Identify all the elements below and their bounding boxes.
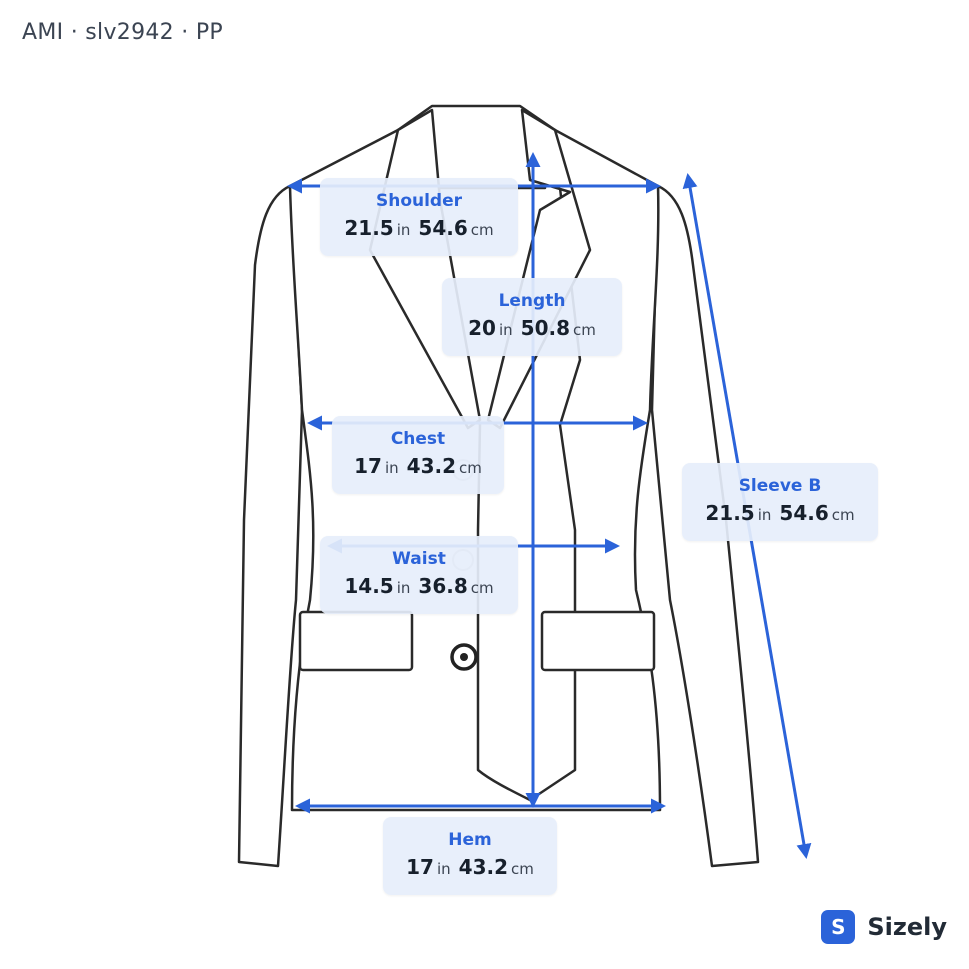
- cm-unit: cm: [511, 860, 534, 878]
- cm-value: 43.2: [406, 454, 457, 478]
- cm-unit: cm: [459, 459, 482, 477]
- brand-logo: S Sizely: [821, 910, 947, 944]
- cm-unit: cm: [470, 221, 494, 239]
- measurement-name: Chest: [390, 429, 446, 449]
- inch-unit: in: [396, 579, 411, 597]
- cm-value: 43.2: [458, 855, 509, 879]
- measurement-name: Length: [498, 291, 566, 311]
- inch-value: 17: [406, 855, 434, 879]
- left-pocket-flap: [298, 610, 414, 672]
- measurement-name: Shoulder: [375, 191, 463, 211]
- cm-value: 50.8: [520, 316, 571, 340]
- inch-unit: in: [498, 321, 513, 339]
- measurement-name: Sleeve B: [738, 476, 822, 496]
- measurement-name: Waist: [392, 549, 446, 569]
- left-sleeve: [237, 184, 304, 868]
- inch-value: 14.5: [344, 574, 394, 598]
- cm-unit: cm: [573, 321, 596, 339]
- sizely-logo-icon: S: [821, 910, 856, 944]
- inch-unit: in: [757, 506, 772, 524]
- measurement-name: Hem: [448, 830, 492, 850]
- inch-unit: in: [436, 860, 451, 878]
- cm-unit: cm: [831, 506, 855, 524]
- cm-value: 36.8: [418, 574, 468, 598]
- inch-value: 21.5: [705, 501, 755, 525]
- cm-value: 54.6: [418, 216, 468, 240]
- inch-value: 20: [468, 316, 496, 340]
- right-pocket-flap: [540, 610, 656, 672]
- inch-value: 21.5: [344, 216, 394, 240]
- inch-unit: in: [384, 459, 399, 477]
- cm-value: 54.6: [779, 501, 829, 525]
- brand-name: Sizely: [867, 913, 947, 941]
- page-title: AMI · slv2942 · PP: [22, 20, 223, 45]
- inch-unit: in: [396, 221, 411, 239]
- inch-value: 17: [354, 454, 382, 478]
- cm-unit: cm: [470, 579, 494, 597]
